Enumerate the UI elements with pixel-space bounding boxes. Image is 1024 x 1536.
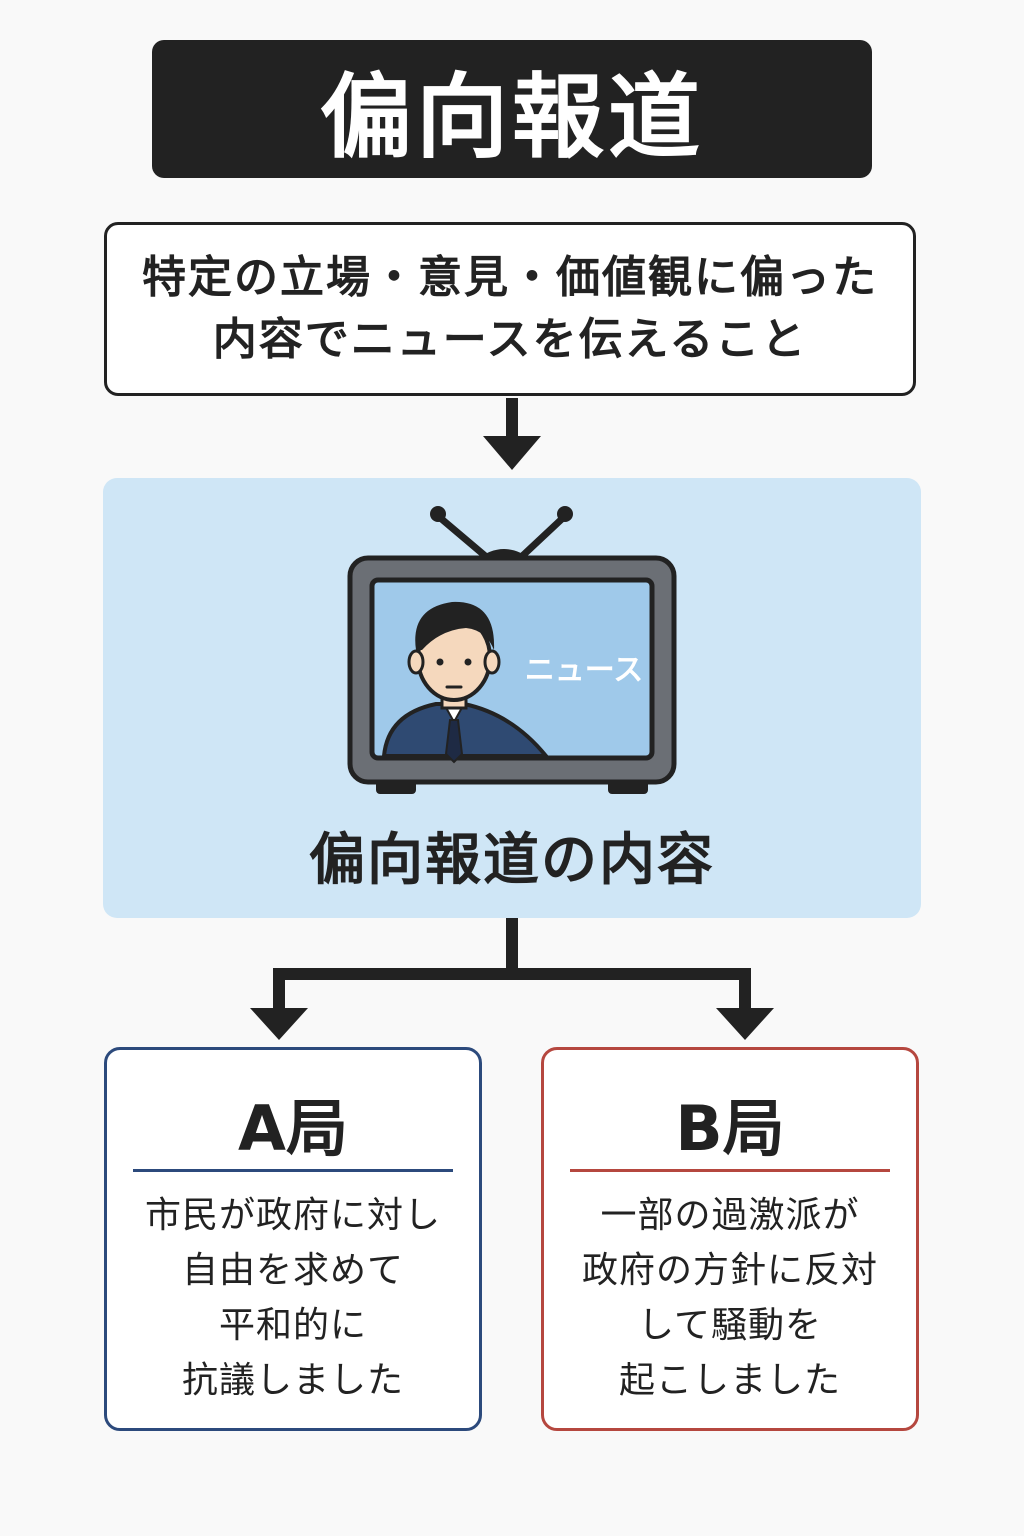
station-a-line: 市民が政府に対し — [144, 1195, 441, 1236]
branch-arrow-icon — [250, 918, 774, 1040]
tv-screen-text: ニュース — [525, 653, 644, 688]
station-b-line: 起こしました — [618, 1360, 841, 1401]
station-b-line: 一部の過激派が — [600, 1195, 860, 1236]
station-a-line: 平和的に — [218, 1305, 367, 1346]
panel-label: 偏向報道の内容 — [309, 828, 715, 893]
station-a-divider — [133, 1169, 453, 1172]
television-icon: ニュース — [347, 506, 677, 794]
station-b-name: B局 — [675, 1092, 785, 1165]
station-b-line: して騒動を — [638, 1305, 822, 1346]
station-b-line: 政府の方針に反対 — [581, 1250, 878, 1291]
station-b-description: 一部の過激派が 政府の方針に反対 して騒動を 起こしました — [544, 1188, 916, 1408]
page-title: 偏向報道 — [319, 63, 704, 171]
title-banner: 偏向報道 — [152, 40, 872, 178]
station-a-name: A局 — [238, 1092, 348, 1165]
definition-box: 特定の立場・意見・価値観に偏った 内容でニュースを伝えること — [104, 222, 916, 396]
definition-line-2: 内容でニュースを伝えること — [212, 314, 808, 365]
definition-line-1: 特定の立場・意見・価値観に偏った — [142, 252, 878, 303]
station-a-description: 市民が政府に対し 自由を求めて 平和的に 抗議しました — [107, 1188, 479, 1408]
station-b-card: B局 一部の過激派が 政府の方針に反対 して騒動を 起こしました — [541, 1047, 919, 1431]
station-a-line: 抗議しました — [181, 1360, 404, 1401]
station-b-divider — [570, 1169, 890, 1172]
arrow-down-icon — [483, 398, 541, 470]
news-anchor-icon — [381, 601, 551, 764]
station-a-line: 自由を求めて — [181, 1250, 404, 1291]
station-a-card: A局 市民が政府に対し 自由を求めて 平和的に 抗議しました — [104, 1047, 482, 1431]
